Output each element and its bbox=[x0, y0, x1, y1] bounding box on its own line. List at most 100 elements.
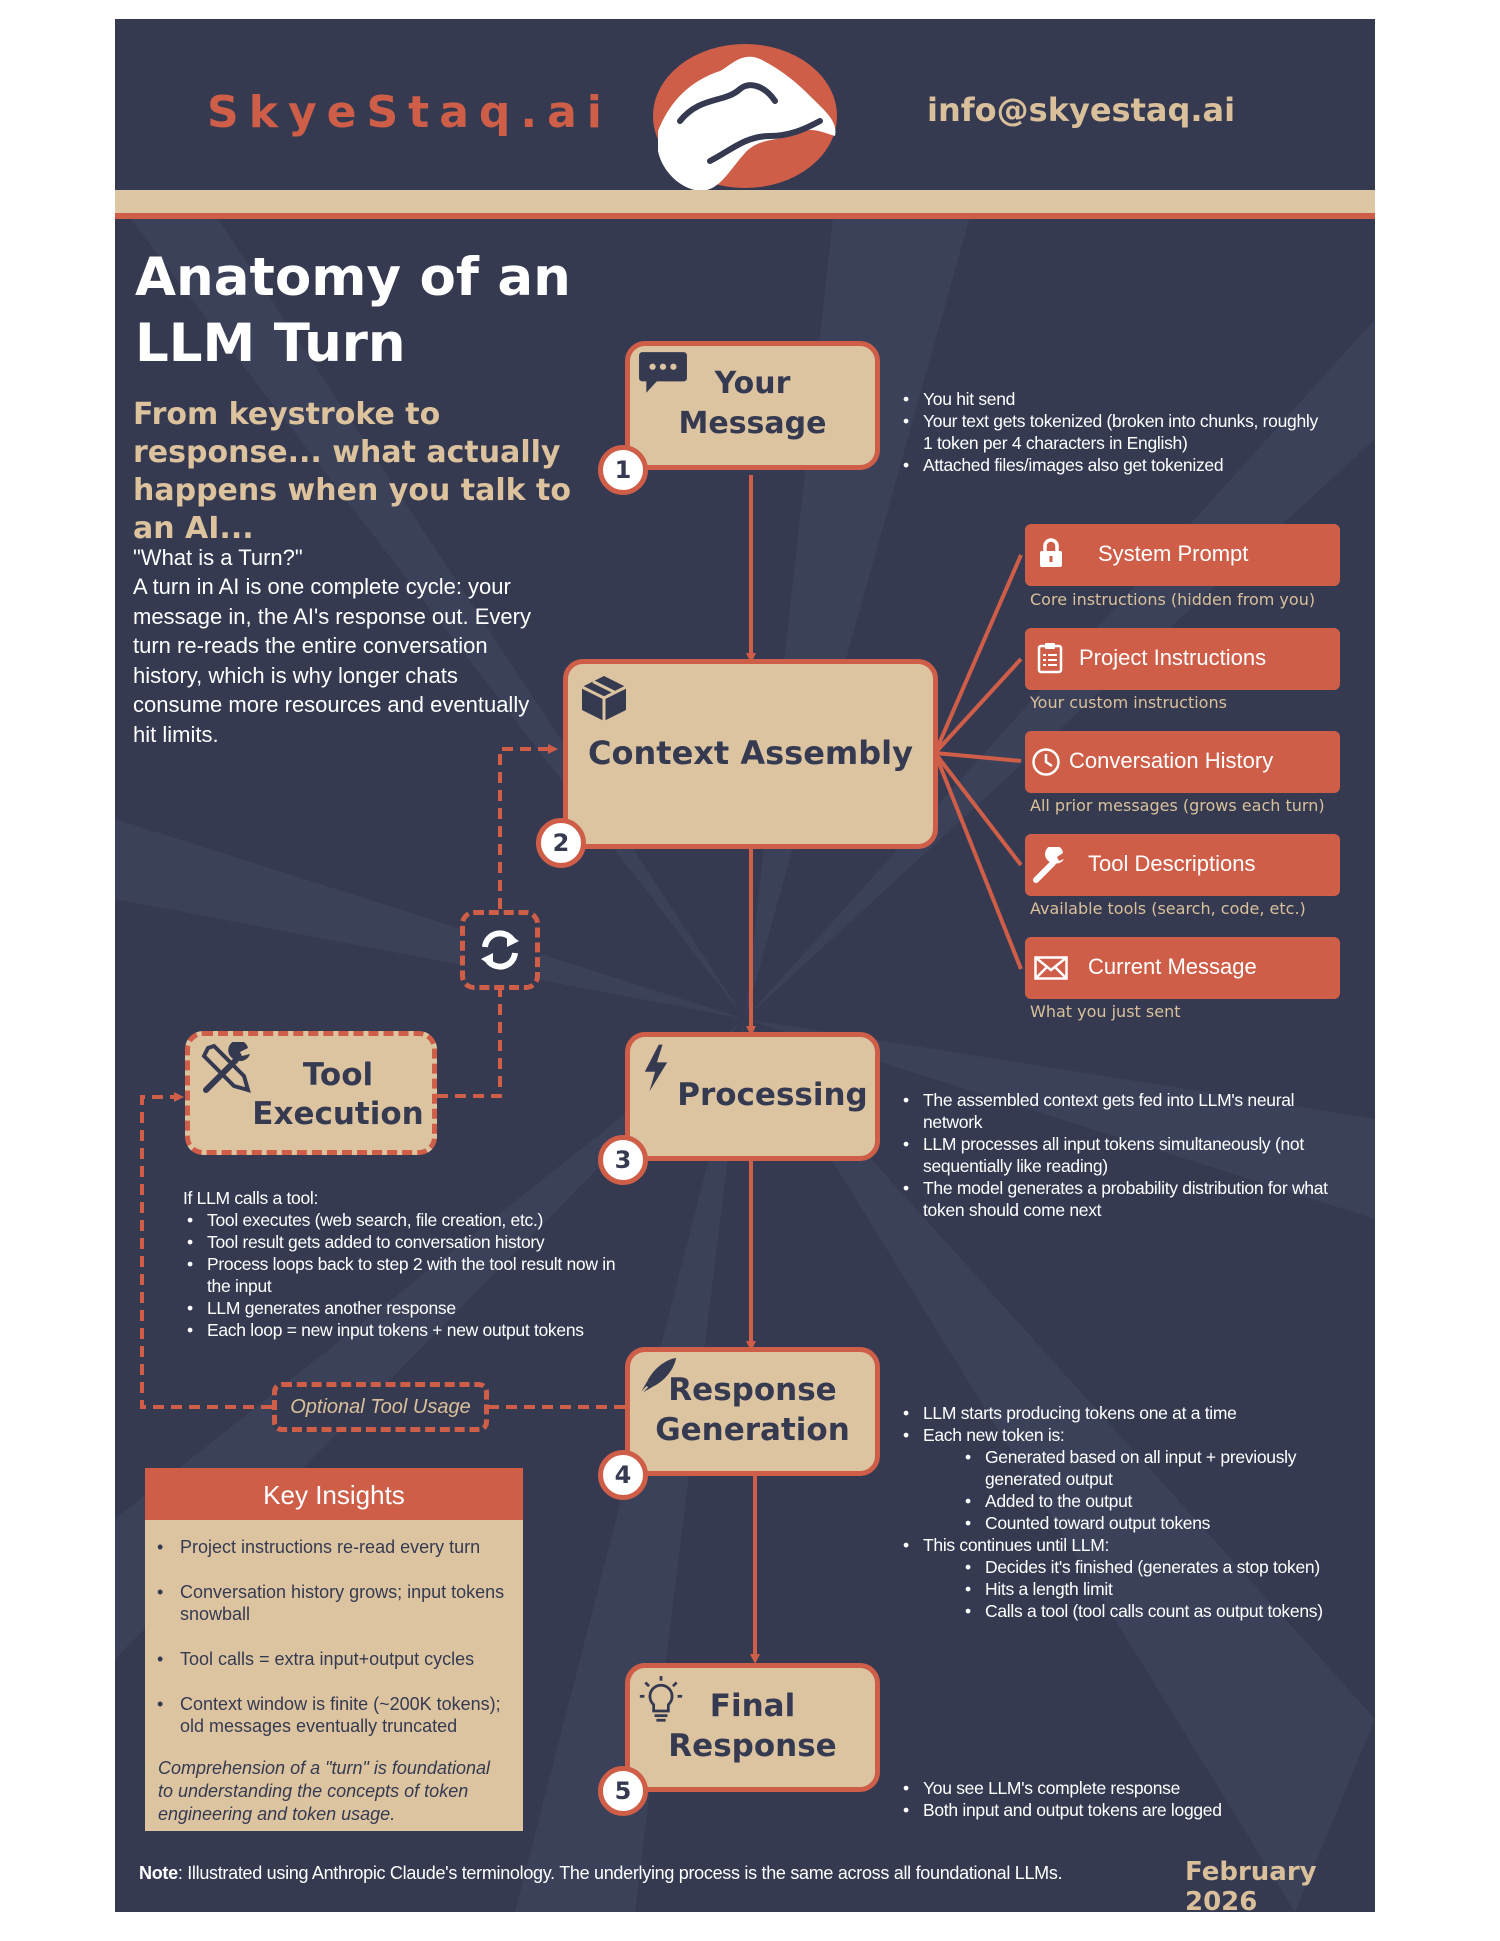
insight-item: Project instructions re-read every turn bbox=[155, 1536, 515, 1558]
step-3-bullets: The assembled context gets fed into LLM'… bbox=[899, 1089, 1349, 1221]
component-label: Current Message bbox=[1088, 954, 1257, 979]
brand-name: SkyeStaq.ai bbox=[207, 87, 612, 138]
bullet: Attached files/images also get tokenized bbox=[899, 454, 1329, 476]
clipboard-icon bbox=[1037, 643, 1063, 674]
title-line-2: LLM Turn bbox=[135, 313, 406, 374]
step-4-label: Response Generation bbox=[630, 1370, 875, 1450]
component-sub: Available tools (search, code, etc.) bbox=[1030, 899, 1306, 918]
tool-bullets: Tool executes (web search, file creation… bbox=[183, 1209, 633, 1341]
lightbulb-icon bbox=[639, 1676, 683, 1722]
header-stripe-accent bbox=[115, 213, 1375, 219]
tool-label-line-1: Tool bbox=[302, 1057, 374, 1093]
footer-note: Note: Illustrated using Anthropic Claude… bbox=[139, 1863, 1063, 1884]
header-stripe bbox=[115, 190, 1375, 213]
bullet: Tool executes (web search, file creation… bbox=[183, 1209, 633, 1231]
step-1-label-line-2: Message bbox=[678, 406, 827, 441]
box-icon bbox=[581, 676, 627, 721]
step-4-label-line-1: Response bbox=[668, 1372, 837, 1408]
step-4-bullets: LLM starts producing tokens one at a tim… bbox=[899, 1402, 1359, 1622]
publication-date: February 2026 bbox=[1185, 1857, 1317, 1912]
bullet: You hit send bbox=[899, 388, 1329, 410]
loop-box bbox=[460, 910, 540, 990]
tool-intro: If LLM calls a tool: bbox=[183, 1188, 319, 1208]
optional-tool-usage-label: Optional Tool Usage bbox=[290, 1396, 471, 1418]
envelope-icon bbox=[1034, 956, 1068, 980]
sub-bullet: Calls a tool (tool calls count as output… bbox=[899, 1600, 1359, 1622]
note-label: Note bbox=[139, 1863, 178, 1883]
component-current-message: Current Message bbox=[1025, 937, 1340, 999]
step-1-bullets: You hit send Your text gets tokenized (b… bbox=[899, 388, 1329, 476]
component-label: Tool Descriptions bbox=[1088, 851, 1256, 876]
step-final-response: Final Response bbox=[625, 1663, 880, 1792]
step-5-label-line-1: Final bbox=[709, 1688, 796, 1724]
component-project-instructions: Project Instructions bbox=[1025, 628, 1340, 690]
bullet: Each loop = new input tokens + new outpu… bbox=[183, 1319, 633, 1341]
key-insights-footer: Comprehension of a "turn" is foundationa… bbox=[158, 1758, 490, 1824]
optional-line-left bbox=[140, 1092, 272, 1409]
page-subtitle: From keystroke to response... what actua… bbox=[133, 397, 571, 546]
refresh-icon bbox=[481, 930, 519, 970]
step-5-label-line-2: Response bbox=[668, 1728, 837, 1764]
sub-bullet: Generated based on all input + previousl… bbox=[899, 1446, 1359, 1490]
step-3-label: Processing bbox=[677, 1077, 868, 1113]
component-label: Conversation History bbox=[1069, 748, 1274, 773]
insight-item: Context window is finite (~200K tokens);… bbox=[155, 1693, 515, 1737]
fan-line-2 bbox=[933, 657, 1023, 755]
lightning-icon bbox=[644, 1044, 668, 1092]
tool-label-line-2: Execution bbox=[252, 1096, 424, 1132]
wrench-icon bbox=[1033, 847, 1064, 883]
key-insights-list: Project instructions re-read every turn … bbox=[155, 1536, 515, 1760]
component-sub: What you just sent bbox=[1030, 1002, 1181, 1021]
bullet: Process loops back to step 2 with the to… bbox=[183, 1253, 633, 1297]
component-sub: All prior messages (grows each turn) bbox=[1030, 796, 1325, 815]
bullet: LLM starts producing tokens one at a tim… bbox=[899, 1402, 1359, 1424]
step-1-label: Your Message bbox=[630, 364, 875, 444]
bullet: Each new token is: bbox=[899, 1424, 1359, 1446]
component-sub: Core instructions (hidden from you) bbox=[1030, 590, 1316, 609]
fan-line-5 bbox=[933, 752, 1023, 970]
fan-line-3 bbox=[934, 751, 1022, 763]
flow-connectors bbox=[140, 475, 1023, 1664]
step-2-number: 2 bbox=[536, 818, 586, 868]
step-2-label: Context Assembly bbox=[588, 734, 913, 772]
insight-item: Conversation history grows; input tokens… bbox=[155, 1581, 515, 1625]
sub-bullet: Counted toward output tokens bbox=[899, 1512, 1359, 1534]
optional-tool-usage-box: Optional Tool Usage bbox=[272, 1382, 489, 1432]
tool-execution-box: Tool Execution bbox=[185, 1031, 437, 1155]
step-1-label-line-1: Your bbox=[714, 366, 791, 401]
step-4-number: 4 bbox=[598, 1450, 648, 1500]
bullet: Tool result gets added to conversation h… bbox=[183, 1231, 633, 1253]
step-response-generation: Response Generation bbox=[625, 1347, 880, 1476]
step-1-number: 1 bbox=[598, 445, 648, 495]
fan-line-1 bbox=[933, 554, 1023, 754]
step-4-label-line-2: Generation bbox=[655, 1412, 850, 1448]
turn-definition: A turn in AI is one complete cycle: your… bbox=[133, 574, 531, 747]
component-tool-descriptions: Tool Descriptions bbox=[1025, 834, 1340, 896]
header: SkyeStaq.ai info@skyestaq.ai bbox=[115, 19, 1375, 191]
note-text: : Illustrated using Anthropic Claude's t… bbox=[177, 1863, 1063, 1883]
title-line-1: Anatomy of an bbox=[135, 247, 571, 308]
tools-icon bbox=[201, 1042, 251, 1093]
mountain-logo-icon bbox=[653, 44, 837, 191]
bullet: This continues until LLM: bbox=[899, 1534, 1359, 1556]
tool-execution-label: Tool Execution bbox=[244, 1056, 432, 1134]
step-context-assembly: Context Assembly bbox=[563, 659, 938, 849]
key-insights-header: Key Insights bbox=[145, 1468, 523, 1520]
clock-icon bbox=[1032, 748, 1060, 776]
sub-bullet: Decides it's finished (generates a stop … bbox=[899, 1556, 1359, 1578]
sub-bullet: Hits a length limit bbox=[899, 1578, 1359, 1600]
infographic-poster: SkyeStaq.ai info@skyestaq.ai Anatomy of … bbox=[115, 19, 1375, 1912]
contact-email[interactable]: info@skyestaq.ai bbox=[927, 91, 1236, 129]
component-system-prompt: System Prompt bbox=[1025, 524, 1340, 586]
step-your-message: Your Message bbox=[625, 341, 880, 470]
bullet: LLM generates another response bbox=[183, 1297, 633, 1319]
component-sub: Your custom instructions bbox=[1030, 693, 1227, 712]
bullet: Your text gets tokenized (broken into ch… bbox=[899, 410, 1329, 454]
sub-bullet: Added to the output bbox=[899, 1490, 1359, 1512]
turn-question: "What is a Turn?" bbox=[133, 545, 303, 570]
fan-line-4 bbox=[933, 751, 1023, 867]
bullet: LLM processes all input tokens simultane… bbox=[899, 1133, 1349, 1177]
step-5-bullets: You see LLM's complete response Both inp… bbox=[899, 1777, 1329, 1821]
component-label: System Prompt bbox=[1098, 541, 1249, 566]
step-3-number: 3 bbox=[598, 1135, 648, 1185]
